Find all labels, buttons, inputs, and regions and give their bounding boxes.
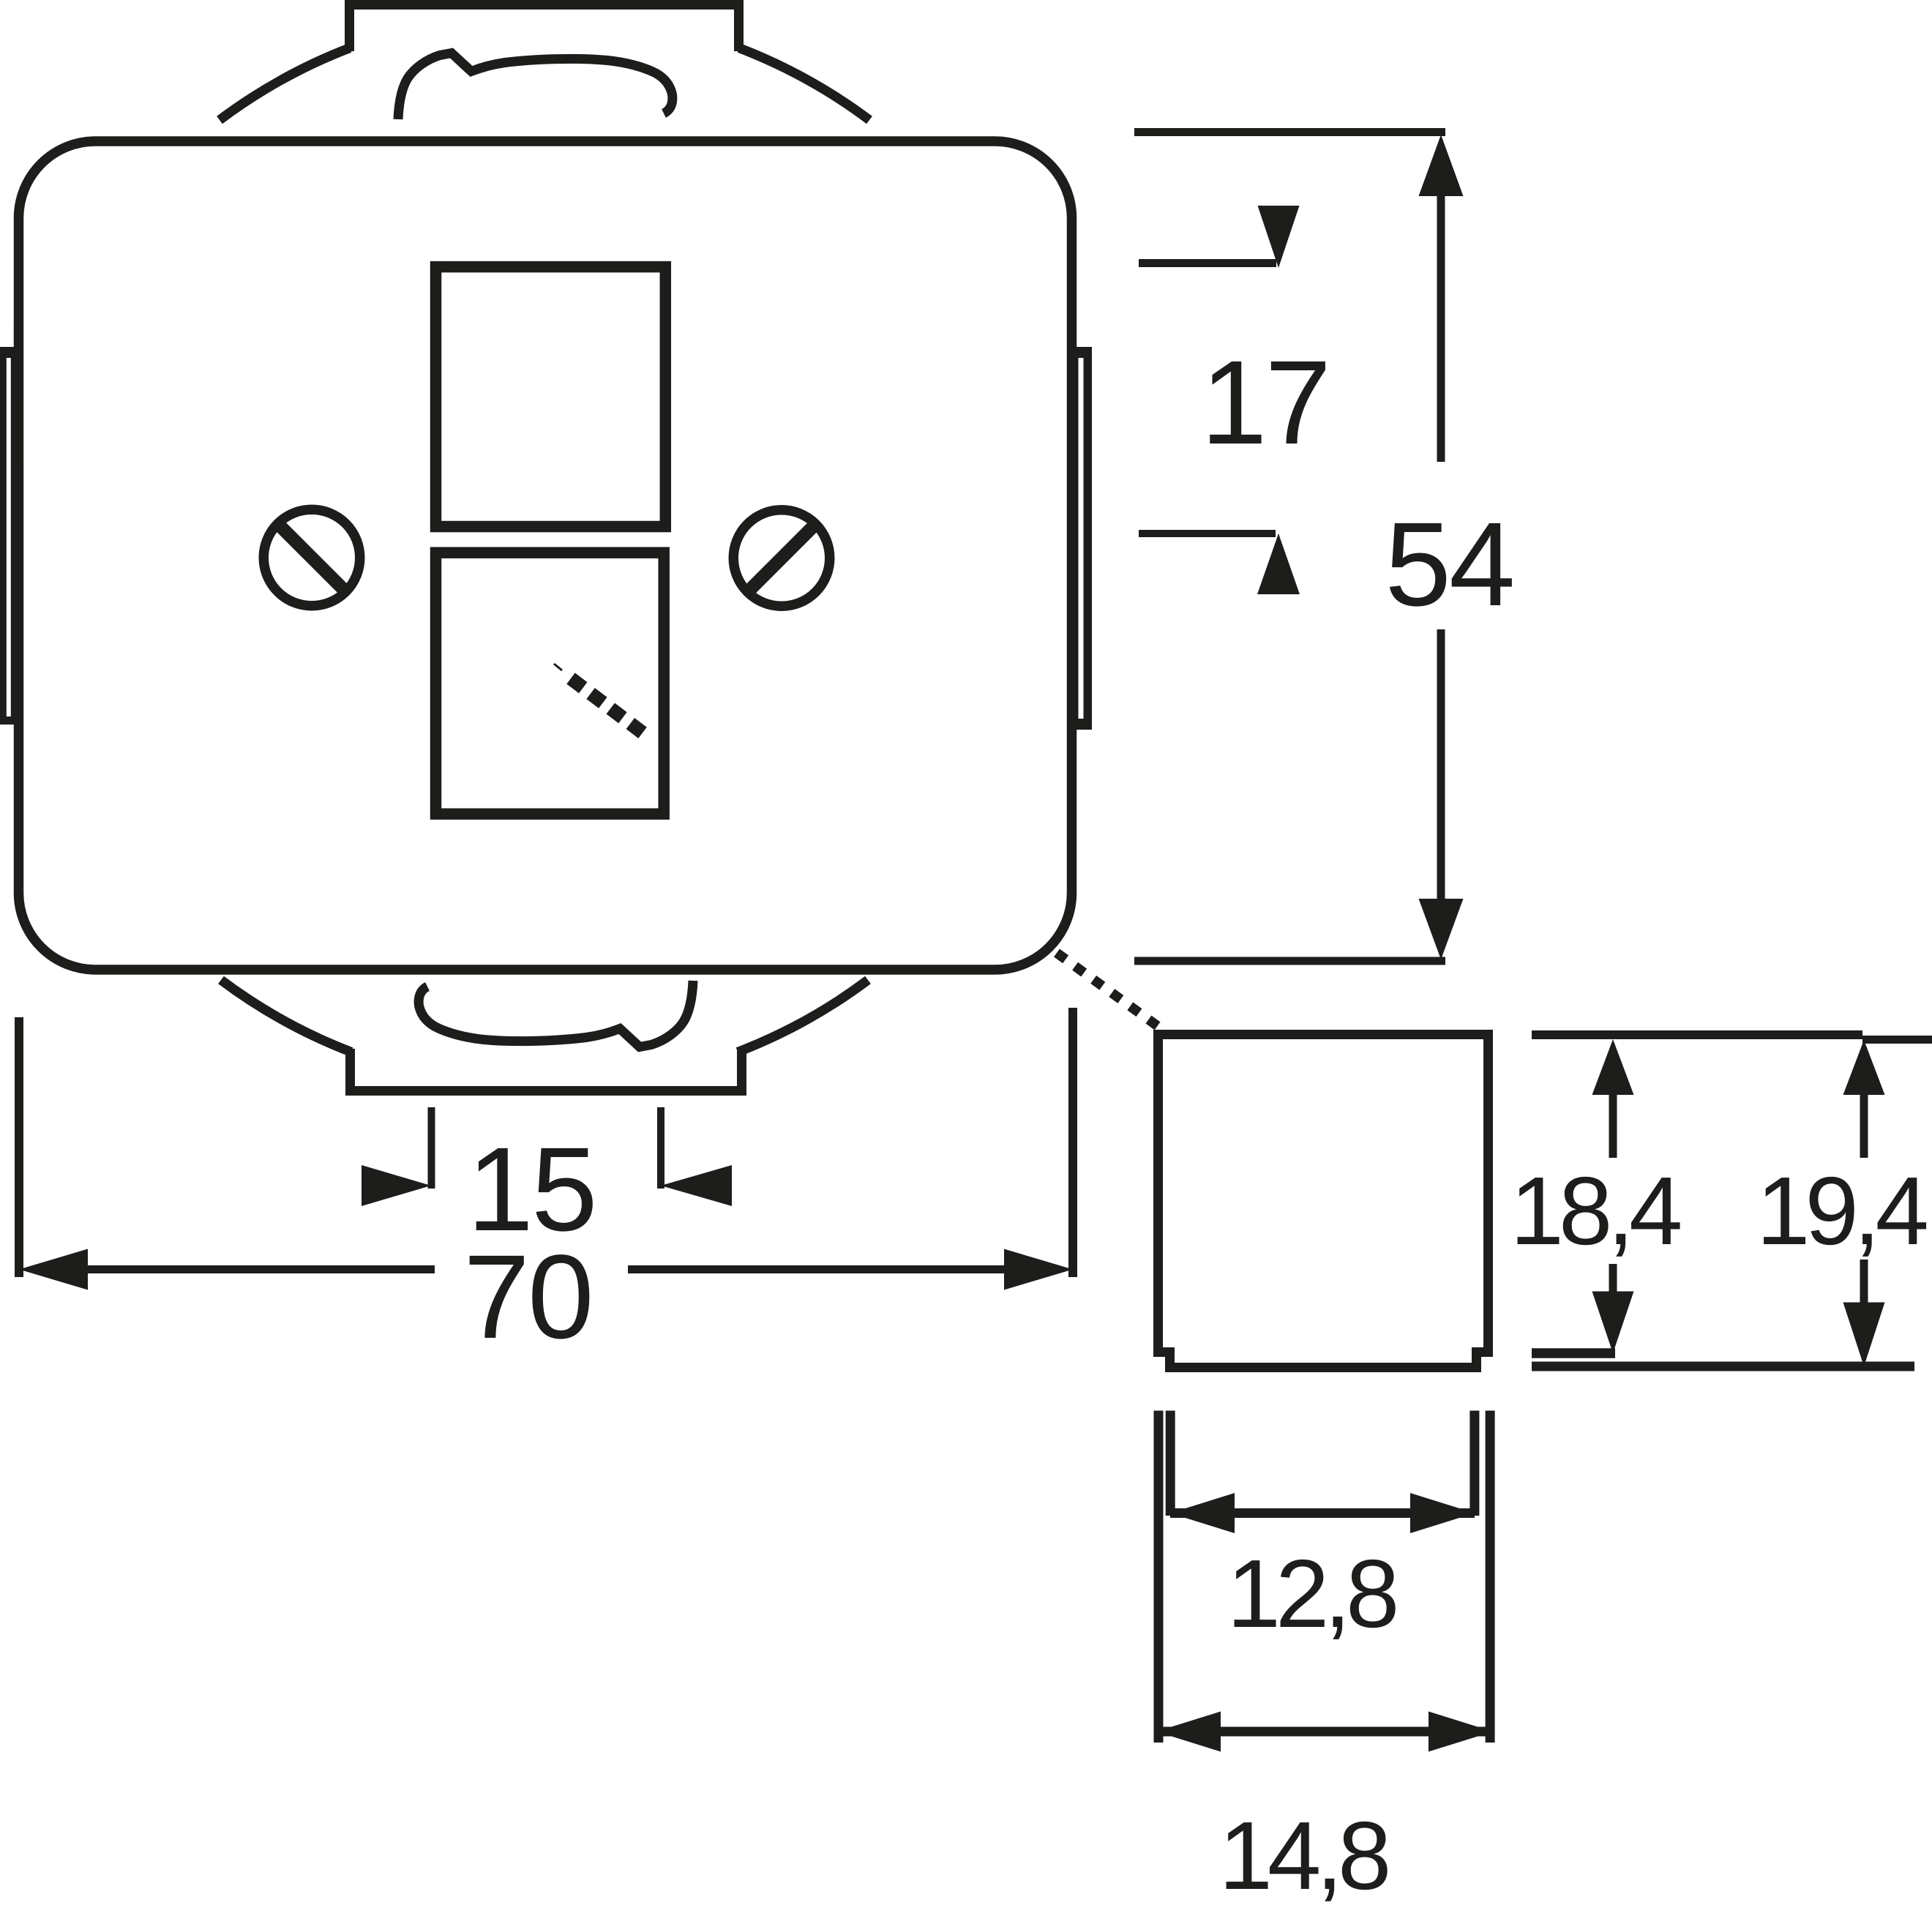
svg-text:14,8: 14,8: [1219, 1802, 1388, 1905]
svg-text:12,8: 12,8: [1227, 1540, 1396, 1647]
svg-text:18,4: 18,4: [1510, 1157, 1680, 1265]
svg-text:54: 54: [1385, 497, 1513, 631]
svg-text:17: 17: [1201, 335, 1329, 469]
svg-text:19,4: 19,4: [1756, 1157, 1926, 1265]
svg-text:70: 70: [463, 1230, 591, 1363]
svg-text:15: 15: [467, 1122, 595, 1256]
